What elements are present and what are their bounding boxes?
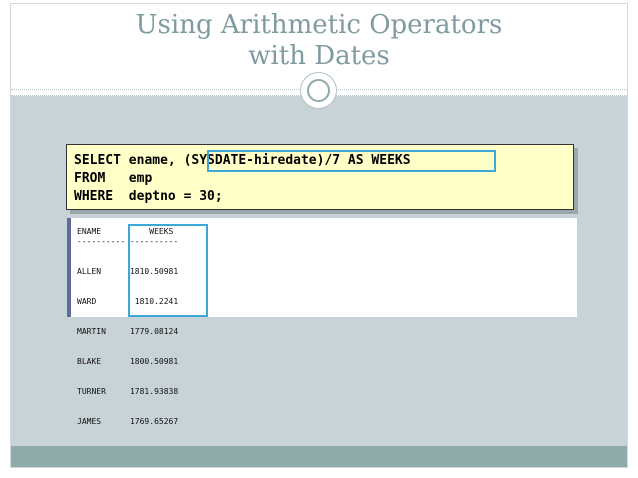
result-separator: ---------- ---------- [77,237,179,246]
query-result-panel: ENAME WEEKS ---------- ---------- ALLEN … [67,218,577,426]
result-header: ENAME WEEKS [77,227,174,236]
result-row: JAMES 1769.65267 [77,417,179,426]
sql-code-box: SELECT ename, (SYSDATE-hiredate)/7 AS WE… [66,144,574,210]
sql-line-from: FROM emp [74,171,153,186]
result-row: BLAKE 1800.50981 [77,357,179,366]
title-line-2: with Dates [248,41,390,71]
footer-band [11,446,627,467]
result-row: MARTIN 1779.08124 [77,327,179,336]
sql-line-select: SELECT ename, (SYSDATE-hiredate)/7 AS WE… [74,153,411,168]
decorative-circle-icon [300,72,337,109]
sql-line-where: WHERE deptno = 30; [74,189,223,204]
inner-ring-icon [307,79,330,102]
slide-title: Using Arithmetic Operators with Dates [11,10,627,72]
expression-highlight [207,150,496,172]
slide: Using Arithmetic Operators with Dates SE… [10,3,628,468]
title-line-1: Using Arithmetic Operators [135,10,503,40]
weeks-column-highlight [128,224,208,317]
result-row: ALLEN 1810.50981 [77,267,179,276]
result-rows: ALLEN 1810.50981 WARD 1810.2241 MARTIN 1… [77,247,178,447]
result-row: WARD 1810.2241 [77,297,179,306]
result-row: TURNER 1781.93838 [77,387,179,396]
